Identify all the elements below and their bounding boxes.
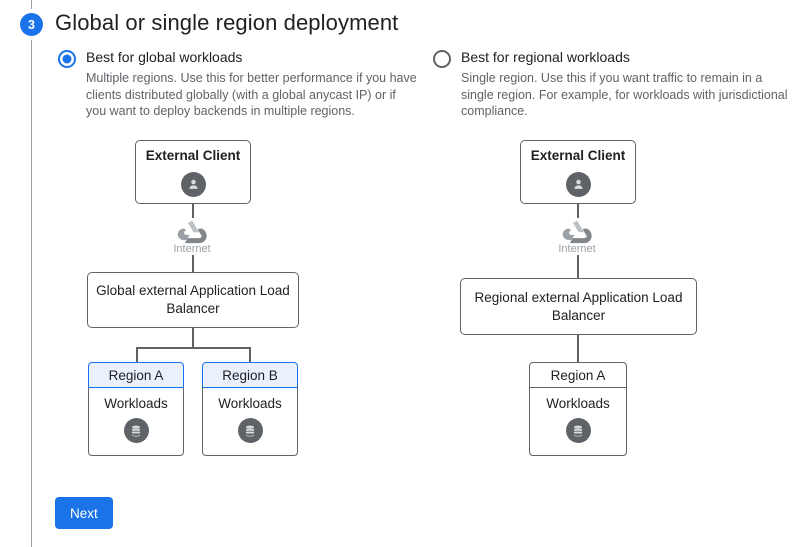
radio-option-global-description: Multiple regions. Use this for better pe…: [86, 71, 417, 118]
internet-label: Internet: [558, 243, 596, 255]
person-icon: [180, 172, 206, 197]
stepper-rail: [31, 0, 32, 547]
internet-node: Internet: [162, 218, 222, 255]
internet-label: Internet: [173, 243, 211, 255]
region-a-header: Region A: [88, 362, 184, 388]
diagram-global-deployment: External Client Internet Global external…: [0, 130, 420, 470]
person-icon: [565, 172, 591, 197]
cloud-icon: [177, 220, 207, 244]
cloud-icon: [562, 220, 592, 244]
radio-dot-icon: [62, 54, 72, 64]
radio-button-regional[interactable]: [433, 50, 451, 68]
connector-to-region-a: [136, 347, 138, 365]
node-external-client: External Client: [135, 140, 251, 204]
radio-option-global-label: Best for global workloads: [86, 49, 243, 65]
step-number-badge: 3: [20, 13, 43, 36]
radio-option-regional[interactable]: Best for regional workloads Single regio…: [433, 48, 788, 120]
radio-button-global[interactable]: [58, 50, 76, 68]
connector-lb-trunk: [192, 328, 194, 348]
node-external-client-label: External Client: [530, 148, 626, 163]
node-load-balancer-label: Regional external Application Load Balan…: [474, 289, 683, 323]
region-box-b: Region B Workloads: [202, 362, 298, 456]
region-b-header: Region B: [202, 362, 298, 388]
connector-lb-branch-bar: [136, 347, 250, 349]
connector-to-region-b: [249, 347, 251, 365]
connector-lb-to-region: [577, 335, 579, 364]
radio-option-regional-description: Single region. Use this if you want traf…: [461, 71, 788, 118]
node-external-client-label: External Client: [145, 148, 241, 163]
node-external-client: External Client: [520, 140, 636, 204]
database-icon: [237, 418, 263, 443]
region-a-workloads-label: Workloads: [546, 396, 610, 411]
page-title: Global or single region deployment: [55, 10, 399, 35]
region-a-workloads-label: Workloads: [104, 396, 168, 411]
region-a-body: Workloads: [529, 388, 627, 456]
region-box-a: Region A Workloads: [88, 362, 184, 456]
diagram-regional-deployment: External Client Internet Regional extern…: [398, 130, 798, 470]
radio-option-global[interactable]: Best for global workloads Multiple regio…: [58, 48, 418, 120]
region-a-header: Region A: [529, 362, 627, 388]
connector-internet-to-lb: [577, 255, 579, 280]
database-icon: [123, 418, 149, 443]
connector-client-to-internet: [577, 204, 579, 228]
region-b-body: Workloads: [202, 388, 298, 456]
node-load-balancer: Global external Application Load Balance…: [87, 272, 299, 328]
connector-internet-to-lb: [192, 255, 194, 275]
radio-option-regional-label: Best for regional workloads: [461, 49, 630, 65]
connector-client-to-internet: [192, 204, 194, 228]
region-b-workloads-label: Workloads: [218, 396, 282, 411]
node-load-balancer: Regional external Application Load Balan…: [460, 278, 697, 335]
next-button[interactable]: Next: [55, 497, 113, 529]
internet-node: Internet: [547, 218, 607, 255]
database-icon: [565, 418, 591, 443]
node-load-balancer-label: Global external Application Load Balance…: [96, 283, 290, 316]
region-a-body: Workloads: [88, 388, 184, 456]
region-box-a: Region A Workloads: [529, 362, 627, 456]
